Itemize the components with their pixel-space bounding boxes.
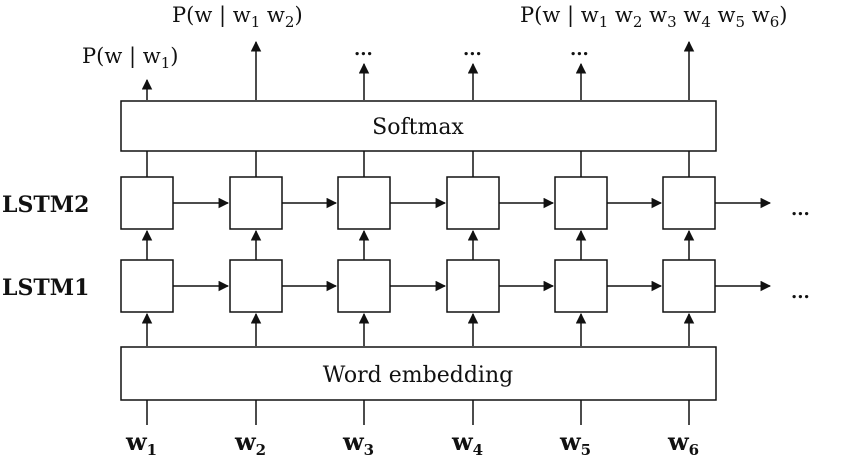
lstm1-cell-6 [662,259,716,313]
lstm2-cell-3 [337,176,391,230]
input-word-1: w1 [125,427,157,458]
output-prob-2: P(w | w1 w2) [172,3,303,31]
output-prob-6: P(w | w1 w2 w3 w4 w5 w6) [520,3,787,31]
word-embedding-label: Word embedding [323,363,513,388]
output-arrows [141,40,695,100]
lstm2-label: LSTM2 [2,192,89,218]
input-word-5: w5 [559,427,591,458]
output-prob-1: P(w | w1) [82,44,178,72]
lstm1-cell-4 [446,259,500,313]
lstm1-cell-3 [337,259,391,313]
input-word-4: w4 [451,427,483,458]
lstm2-cell-2 [229,176,283,230]
softmax-label: Softmax [372,115,464,140]
lstm2-continuation: ... [791,199,810,220]
softmax-layer [120,100,717,152]
embedding-to-lstm1-arrows [141,312,695,346]
output-ellipsis-4: ... [463,39,482,60]
output-ellipsis-3: ... [354,39,373,60]
input-word-3: w3 [342,427,374,458]
input-lines [146,400,690,425]
lstm1-label: LSTM1 [2,275,89,301]
lstm1-cell-2 [229,259,283,313]
lstm1-cell-1 [120,259,174,313]
lstm2-to-softmax-lines [146,151,690,177]
lstm1-to-lstm2-arrows [141,229,695,260]
input-word-6: w6 [667,427,699,458]
output-ellipsis-5: ... [570,39,589,60]
lstm2-cell-5 [554,176,608,230]
lstm2-cell-1 [120,176,174,230]
input-word-2: w2 [234,427,266,458]
lstm1-cells [120,259,716,313]
lstm2-cells [120,176,716,230]
lstm2-cell-4 [446,176,500,230]
lstm1-continuation: ... [791,282,810,303]
word-embedding-layer [120,346,717,401]
lstm2-cell-6 [662,176,716,230]
lstm1-cell-5 [554,259,608,313]
